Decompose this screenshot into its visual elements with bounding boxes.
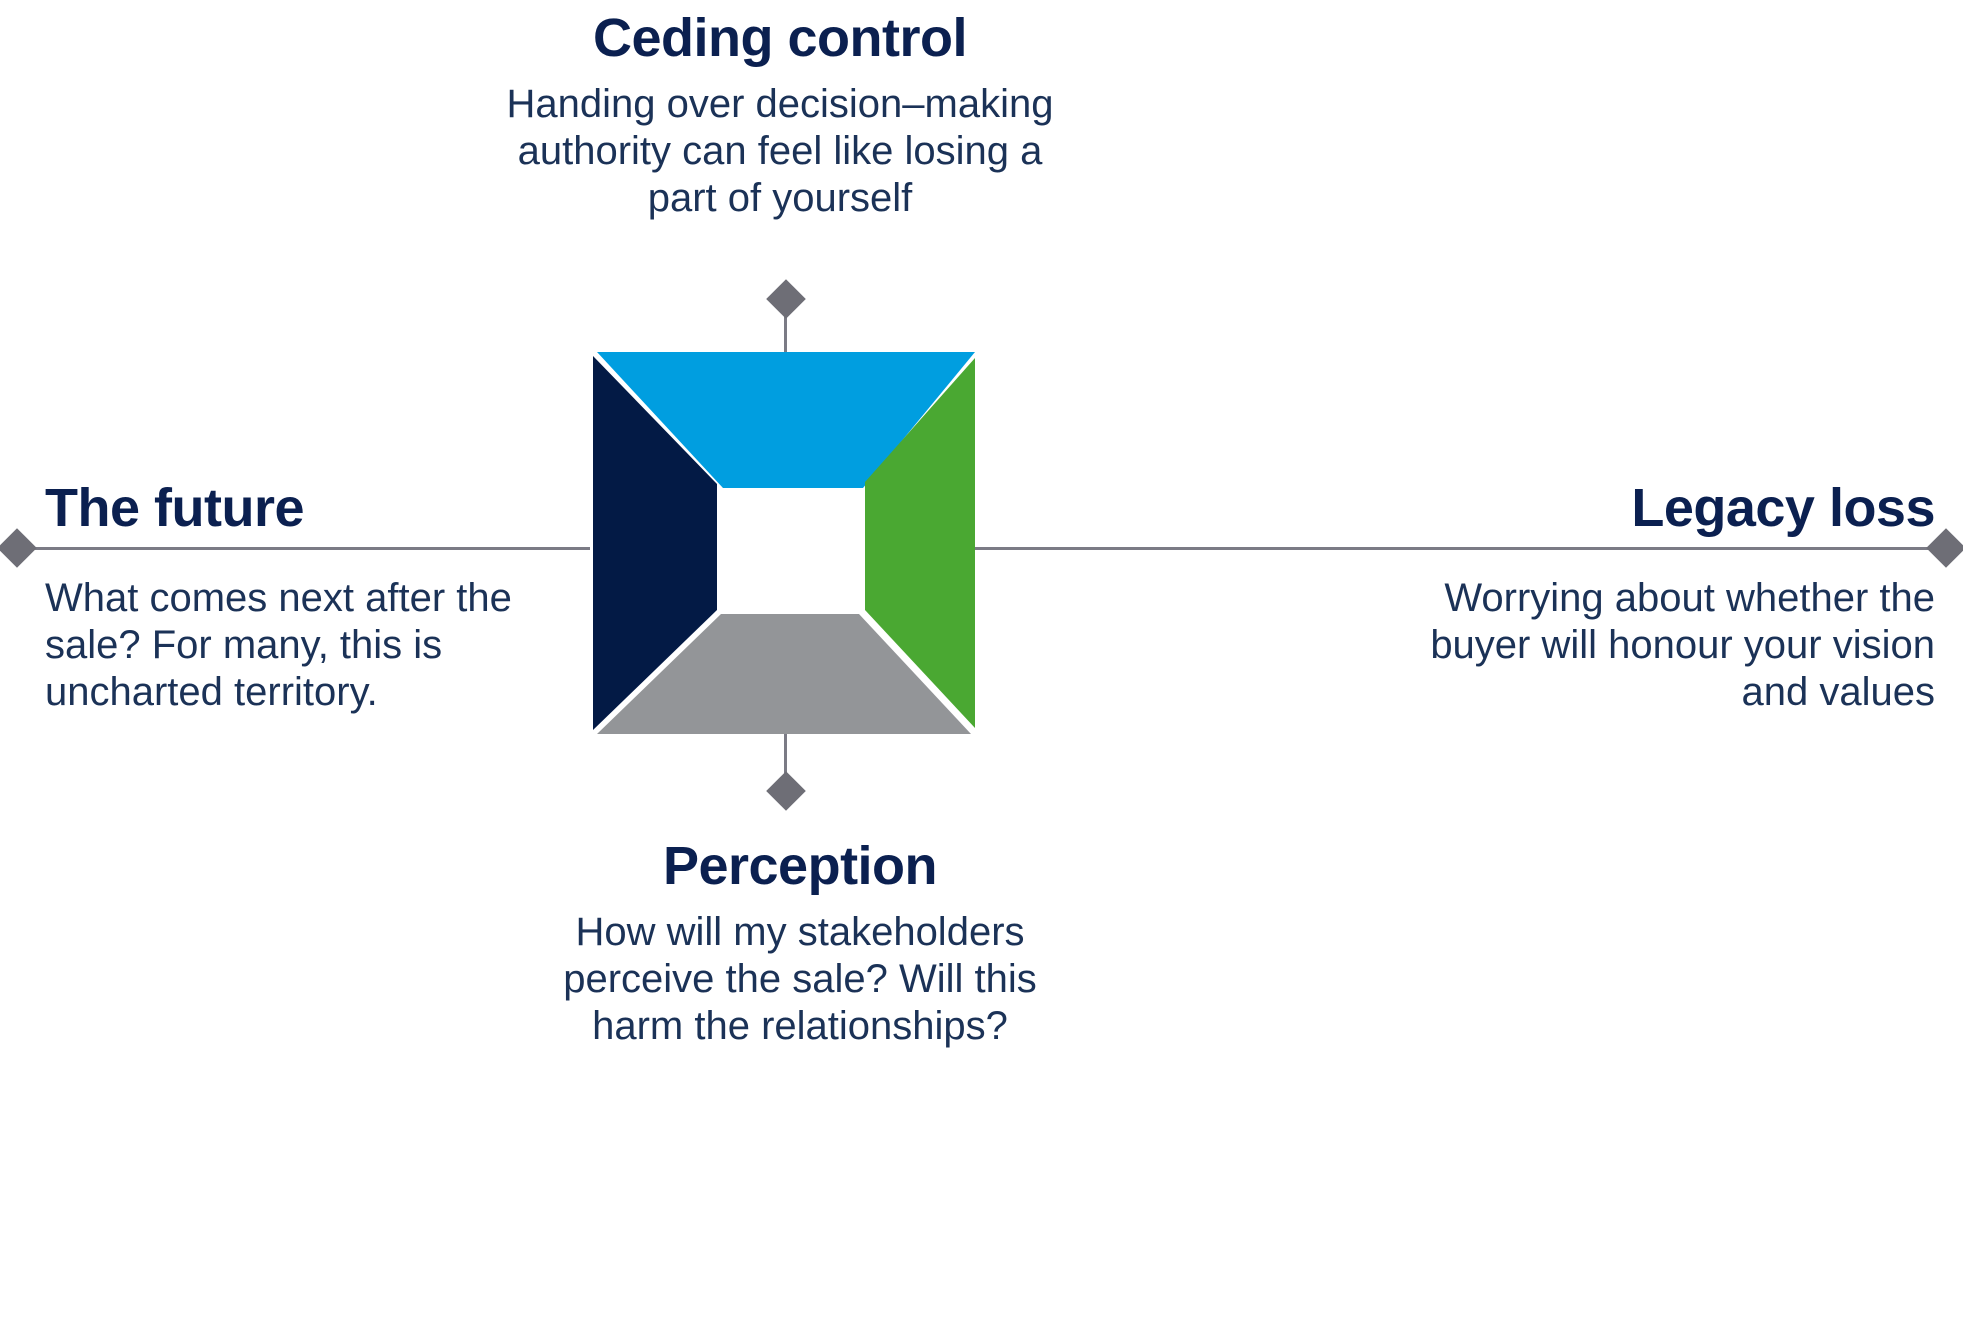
diamond-marker-top xyxy=(766,279,806,319)
callout-left-body: What comes next after the sale? For many… xyxy=(45,575,512,715)
segment-left-icon xyxy=(593,356,717,730)
callout-left: The future What comes next after the sal… xyxy=(45,480,515,716)
callout-top-heading: Ceding control xyxy=(593,8,967,68)
connector-line-bottom xyxy=(784,730,787,792)
callout-left-heading: The future xyxy=(45,478,305,538)
connector-line-top xyxy=(784,300,787,360)
connector-line-right xyxy=(972,547,1932,550)
callout-right-body: Worrying about whether the buyer will ho… xyxy=(1430,575,1935,715)
connector-line-left xyxy=(30,547,590,550)
callout-right-heading: Legacy loss xyxy=(1631,478,1935,538)
callout-bottom-heading: Perception xyxy=(662,836,938,896)
diamond-marker-left xyxy=(0,528,37,568)
callout-bottom-body: How will my stakeholders perceive the sa… xyxy=(563,909,1037,1049)
callout-bottom: Perception How will my stakeholders perc… xyxy=(520,838,1080,1050)
segment-bottom-icon xyxy=(597,614,971,734)
callout-top-body: Handing over decision–making authority c… xyxy=(506,81,1054,221)
exploded-square-graphic xyxy=(593,352,975,734)
segment-right-icon xyxy=(865,358,975,728)
diamond-marker-bottom xyxy=(766,771,806,811)
segment-top-icon xyxy=(597,352,975,488)
callout-right: Legacy loss Worrying about whether the b… xyxy=(1415,480,1935,716)
callout-top: Ceding control Handing over decision–mak… xyxy=(490,10,1070,222)
